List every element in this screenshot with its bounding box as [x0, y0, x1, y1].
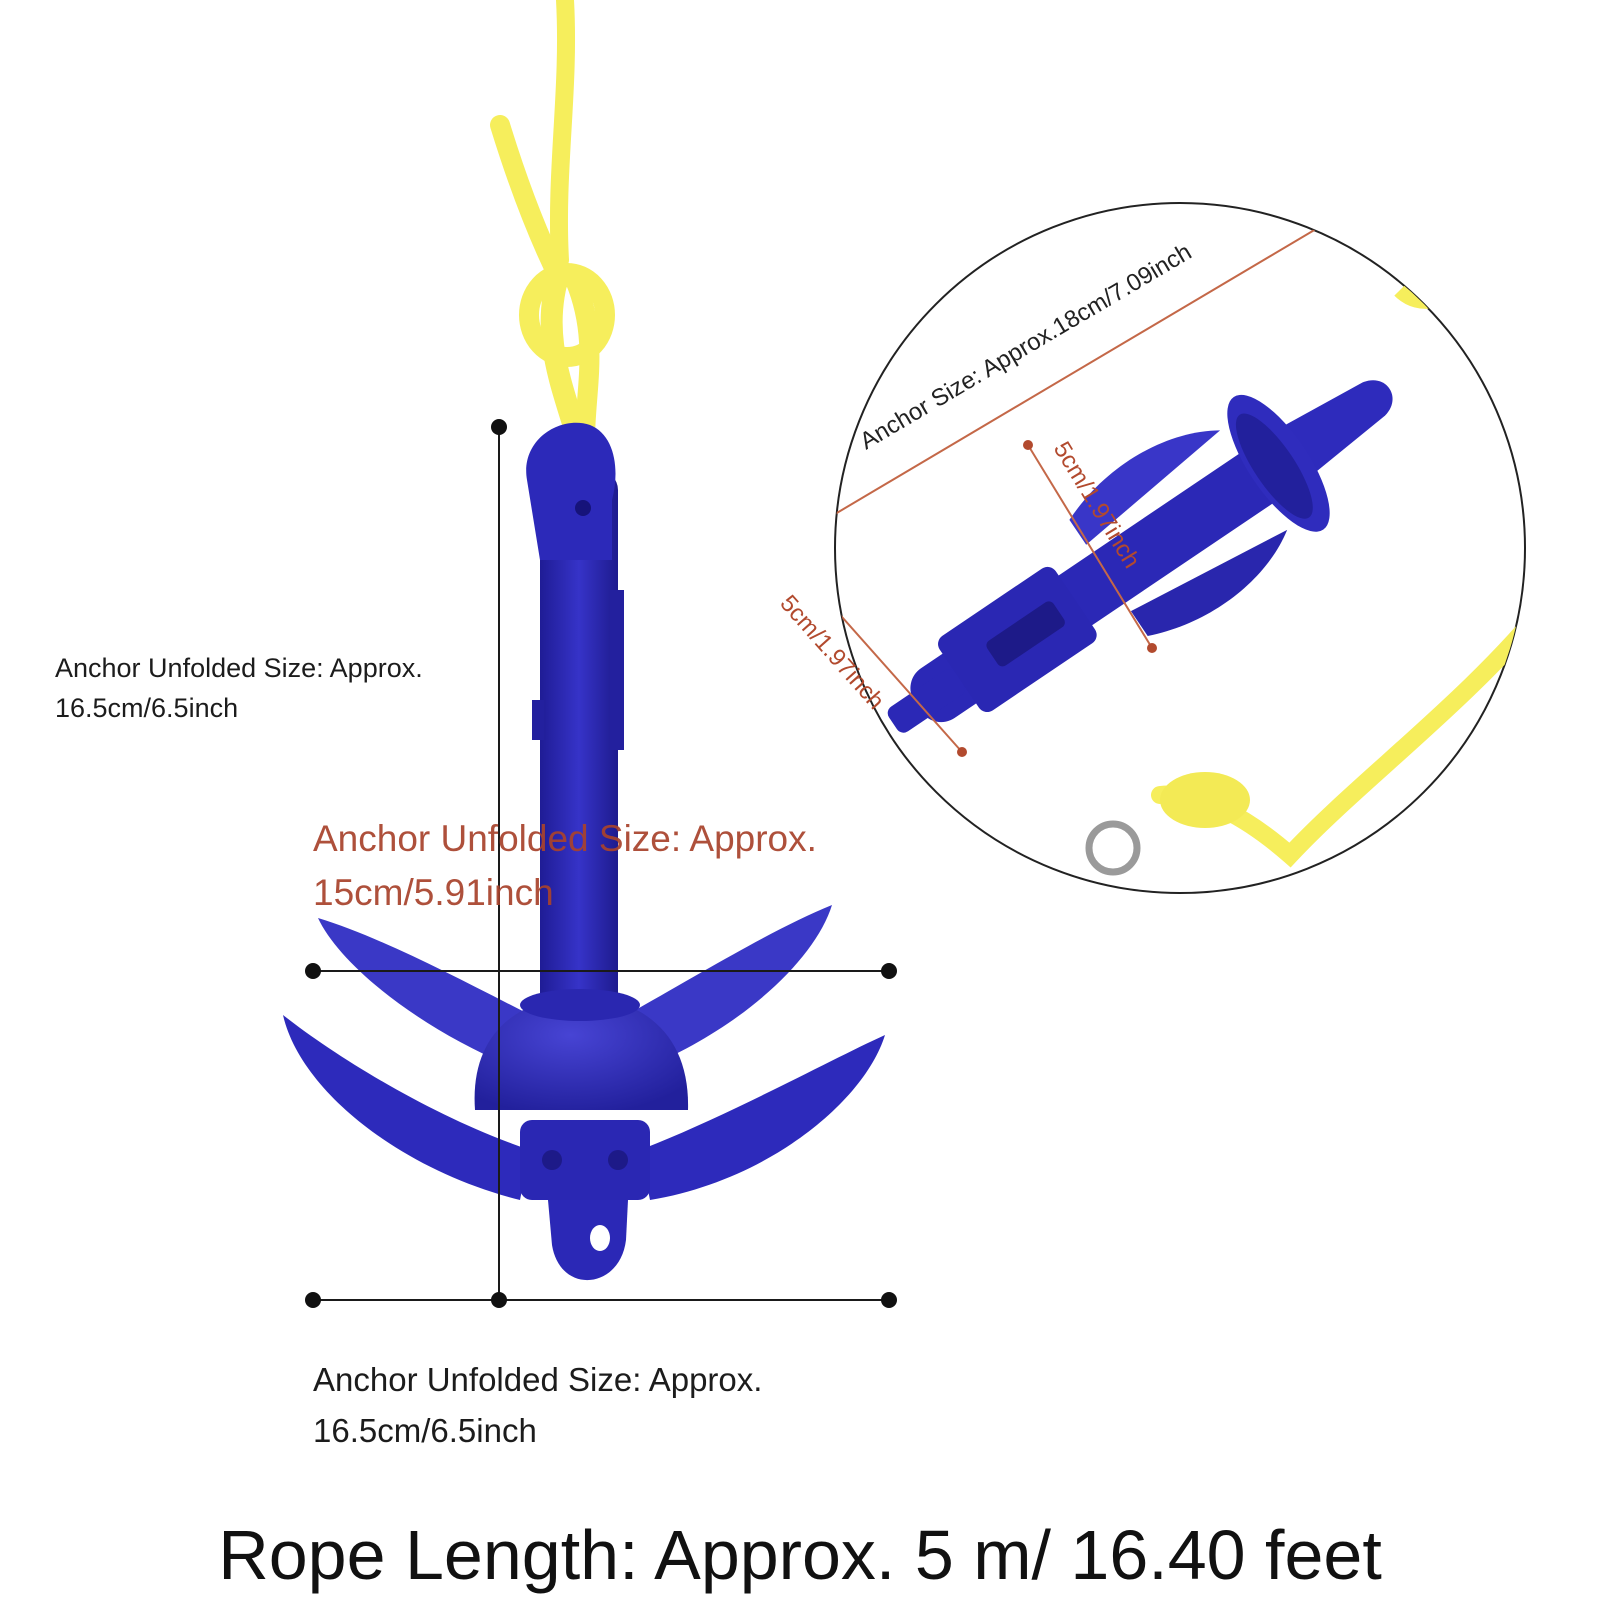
overlay-dimension-label: Anchor Unfolded Size: Approx. 15cm/5.91i… — [313, 812, 817, 920]
inset-ring — [1085, 820, 1141, 876]
anchor-shaft — [540, 470, 618, 1040]
dimension-lines — [305, 419, 897, 1308]
anchor-hub — [474, 995, 689, 1110]
anchor-top-eye — [526, 422, 616, 560]
anchor-bottom-eye — [548, 1200, 628, 1281]
fluke-front-left — [283, 1015, 530, 1200]
main-rope — [490, 0, 615, 450]
width-dimension-label-line1: Anchor Unfolded Size: Approx. — [313, 1361, 763, 1398]
width-dimension-label-line2: 16.5cm/6.5inch — [313, 1412, 537, 1449]
height-dimension-label-line1: Anchor Unfolded Size: Approx. — [55, 653, 423, 683]
overlay-dimension-label-line2: 15cm/5.91inch — [313, 872, 554, 913]
rope-length-caption: Rope Length: Approx. 5 m/ 16.40 feet — [218, 1516, 1382, 1594]
height-dimension-label: Anchor Unfolded Size: Approx. 16.5cm/6.5… — [55, 648, 423, 728]
height-dimension-label-line2: 16.5cm/6.5inch — [55, 693, 239, 723]
anchor-pivot-block — [520, 1120, 650, 1200]
fluke-front-right — [640, 1035, 885, 1200]
overlay-dimension-label-line1: Anchor Unfolded Size: Approx. — [313, 818, 817, 859]
folded-anchor-inset: Anchor Size: Approx.18cm/7.09inch 5cm/1.… — [775, 202, 1526, 894]
width-dimension-label: Anchor Unfolded Size: Approx. 16.5cm/6.5… — [313, 1354, 762, 1456]
